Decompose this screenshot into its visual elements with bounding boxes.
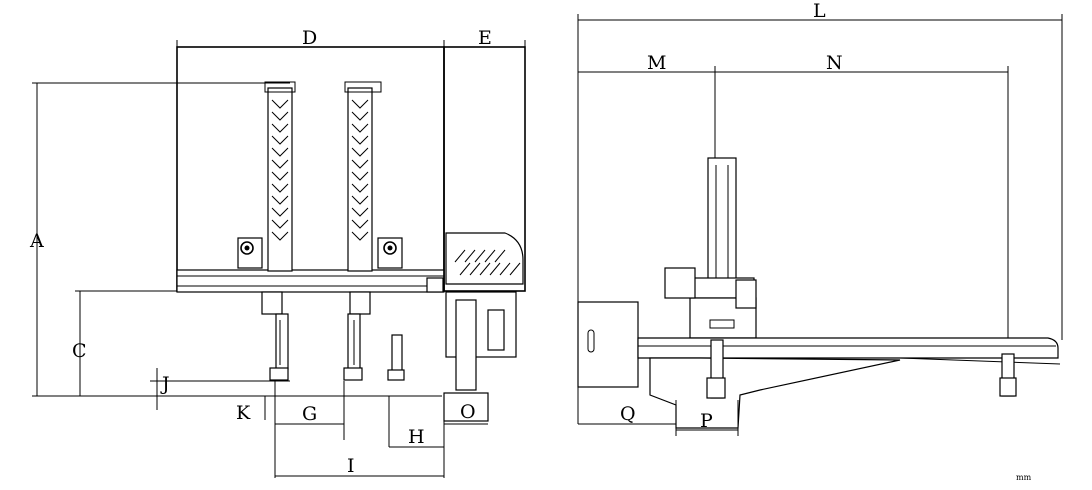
arm-2 xyxy=(343,81,403,381)
label-Q: Q xyxy=(620,403,636,425)
gripper-3 xyxy=(391,334,403,374)
label-G: G xyxy=(302,403,317,425)
front-view xyxy=(32,40,526,478)
label-H: H xyxy=(408,426,425,448)
front-beam xyxy=(176,269,445,293)
label-E: E xyxy=(478,27,492,49)
arm-1 xyxy=(237,81,296,381)
dimension-labels: D E A C J K G H I O L M N Q P mm xyxy=(29,0,1032,482)
label-A: A xyxy=(29,230,44,252)
label-N: N xyxy=(826,52,843,74)
label-J: J xyxy=(160,373,170,395)
front-dimensions xyxy=(32,40,526,478)
front-frame xyxy=(176,46,445,292)
unit-label: mm xyxy=(1016,473,1032,482)
label-M: M xyxy=(647,52,666,74)
label-K: K xyxy=(236,402,251,424)
side-column xyxy=(707,157,737,289)
side-view xyxy=(577,14,1063,436)
label-I: I xyxy=(347,455,355,477)
front-side-unit xyxy=(426,46,526,422)
label-D: D xyxy=(302,27,317,49)
side-base-box xyxy=(577,301,639,388)
label-O: O xyxy=(460,401,476,423)
label-C: C xyxy=(72,340,87,362)
label-P: P xyxy=(700,410,713,432)
label-L: L xyxy=(813,0,826,22)
